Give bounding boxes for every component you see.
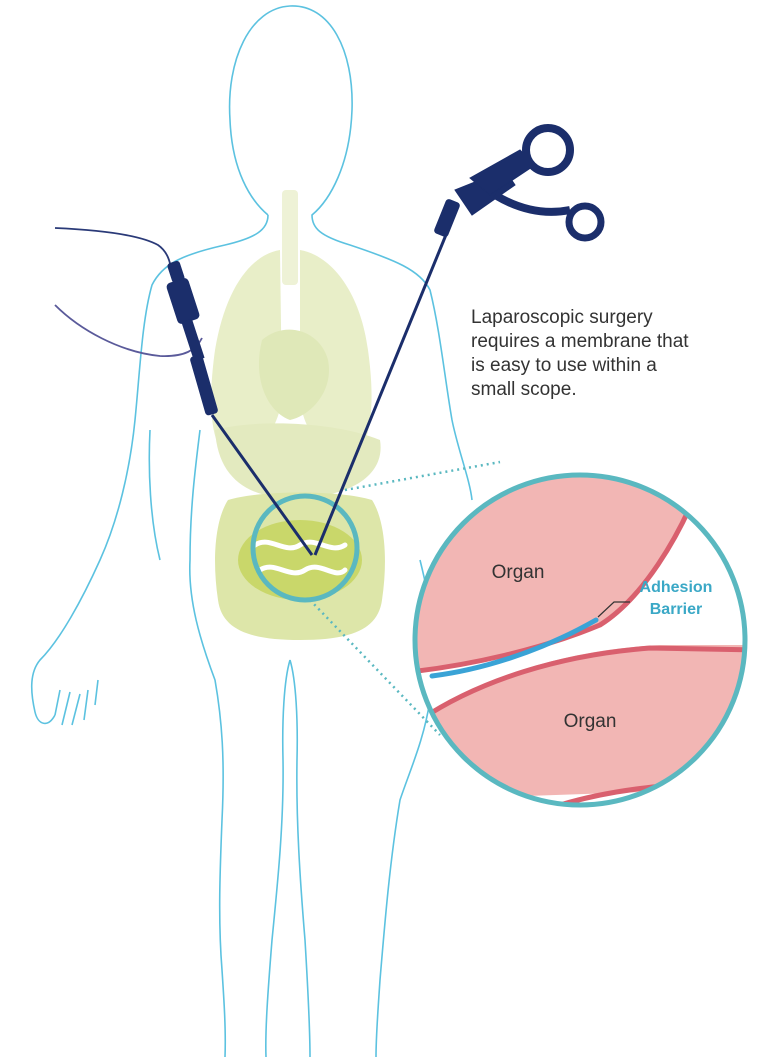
caption-line: requires a membrane that bbox=[471, 330, 751, 354]
barrier-label-line2: Barrier bbox=[650, 601, 702, 618]
barrier-label-line1: Adhesion bbox=[640, 579, 713, 596]
caption-text: Laparoscopic surgery requires a membrane… bbox=[471, 306, 751, 402]
caption-line: is easy to use within a bbox=[471, 354, 751, 378]
organ-label-bottom: Organ bbox=[564, 711, 617, 732]
caption-line: small scope. bbox=[471, 378, 751, 402]
organ-label-top: Organ bbox=[492, 562, 545, 583]
intestines bbox=[215, 493, 385, 641]
caption-line: Laparoscopic surgery bbox=[471, 306, 751, 330]
magnified-view bbox=[410, 470, 758, 820]
